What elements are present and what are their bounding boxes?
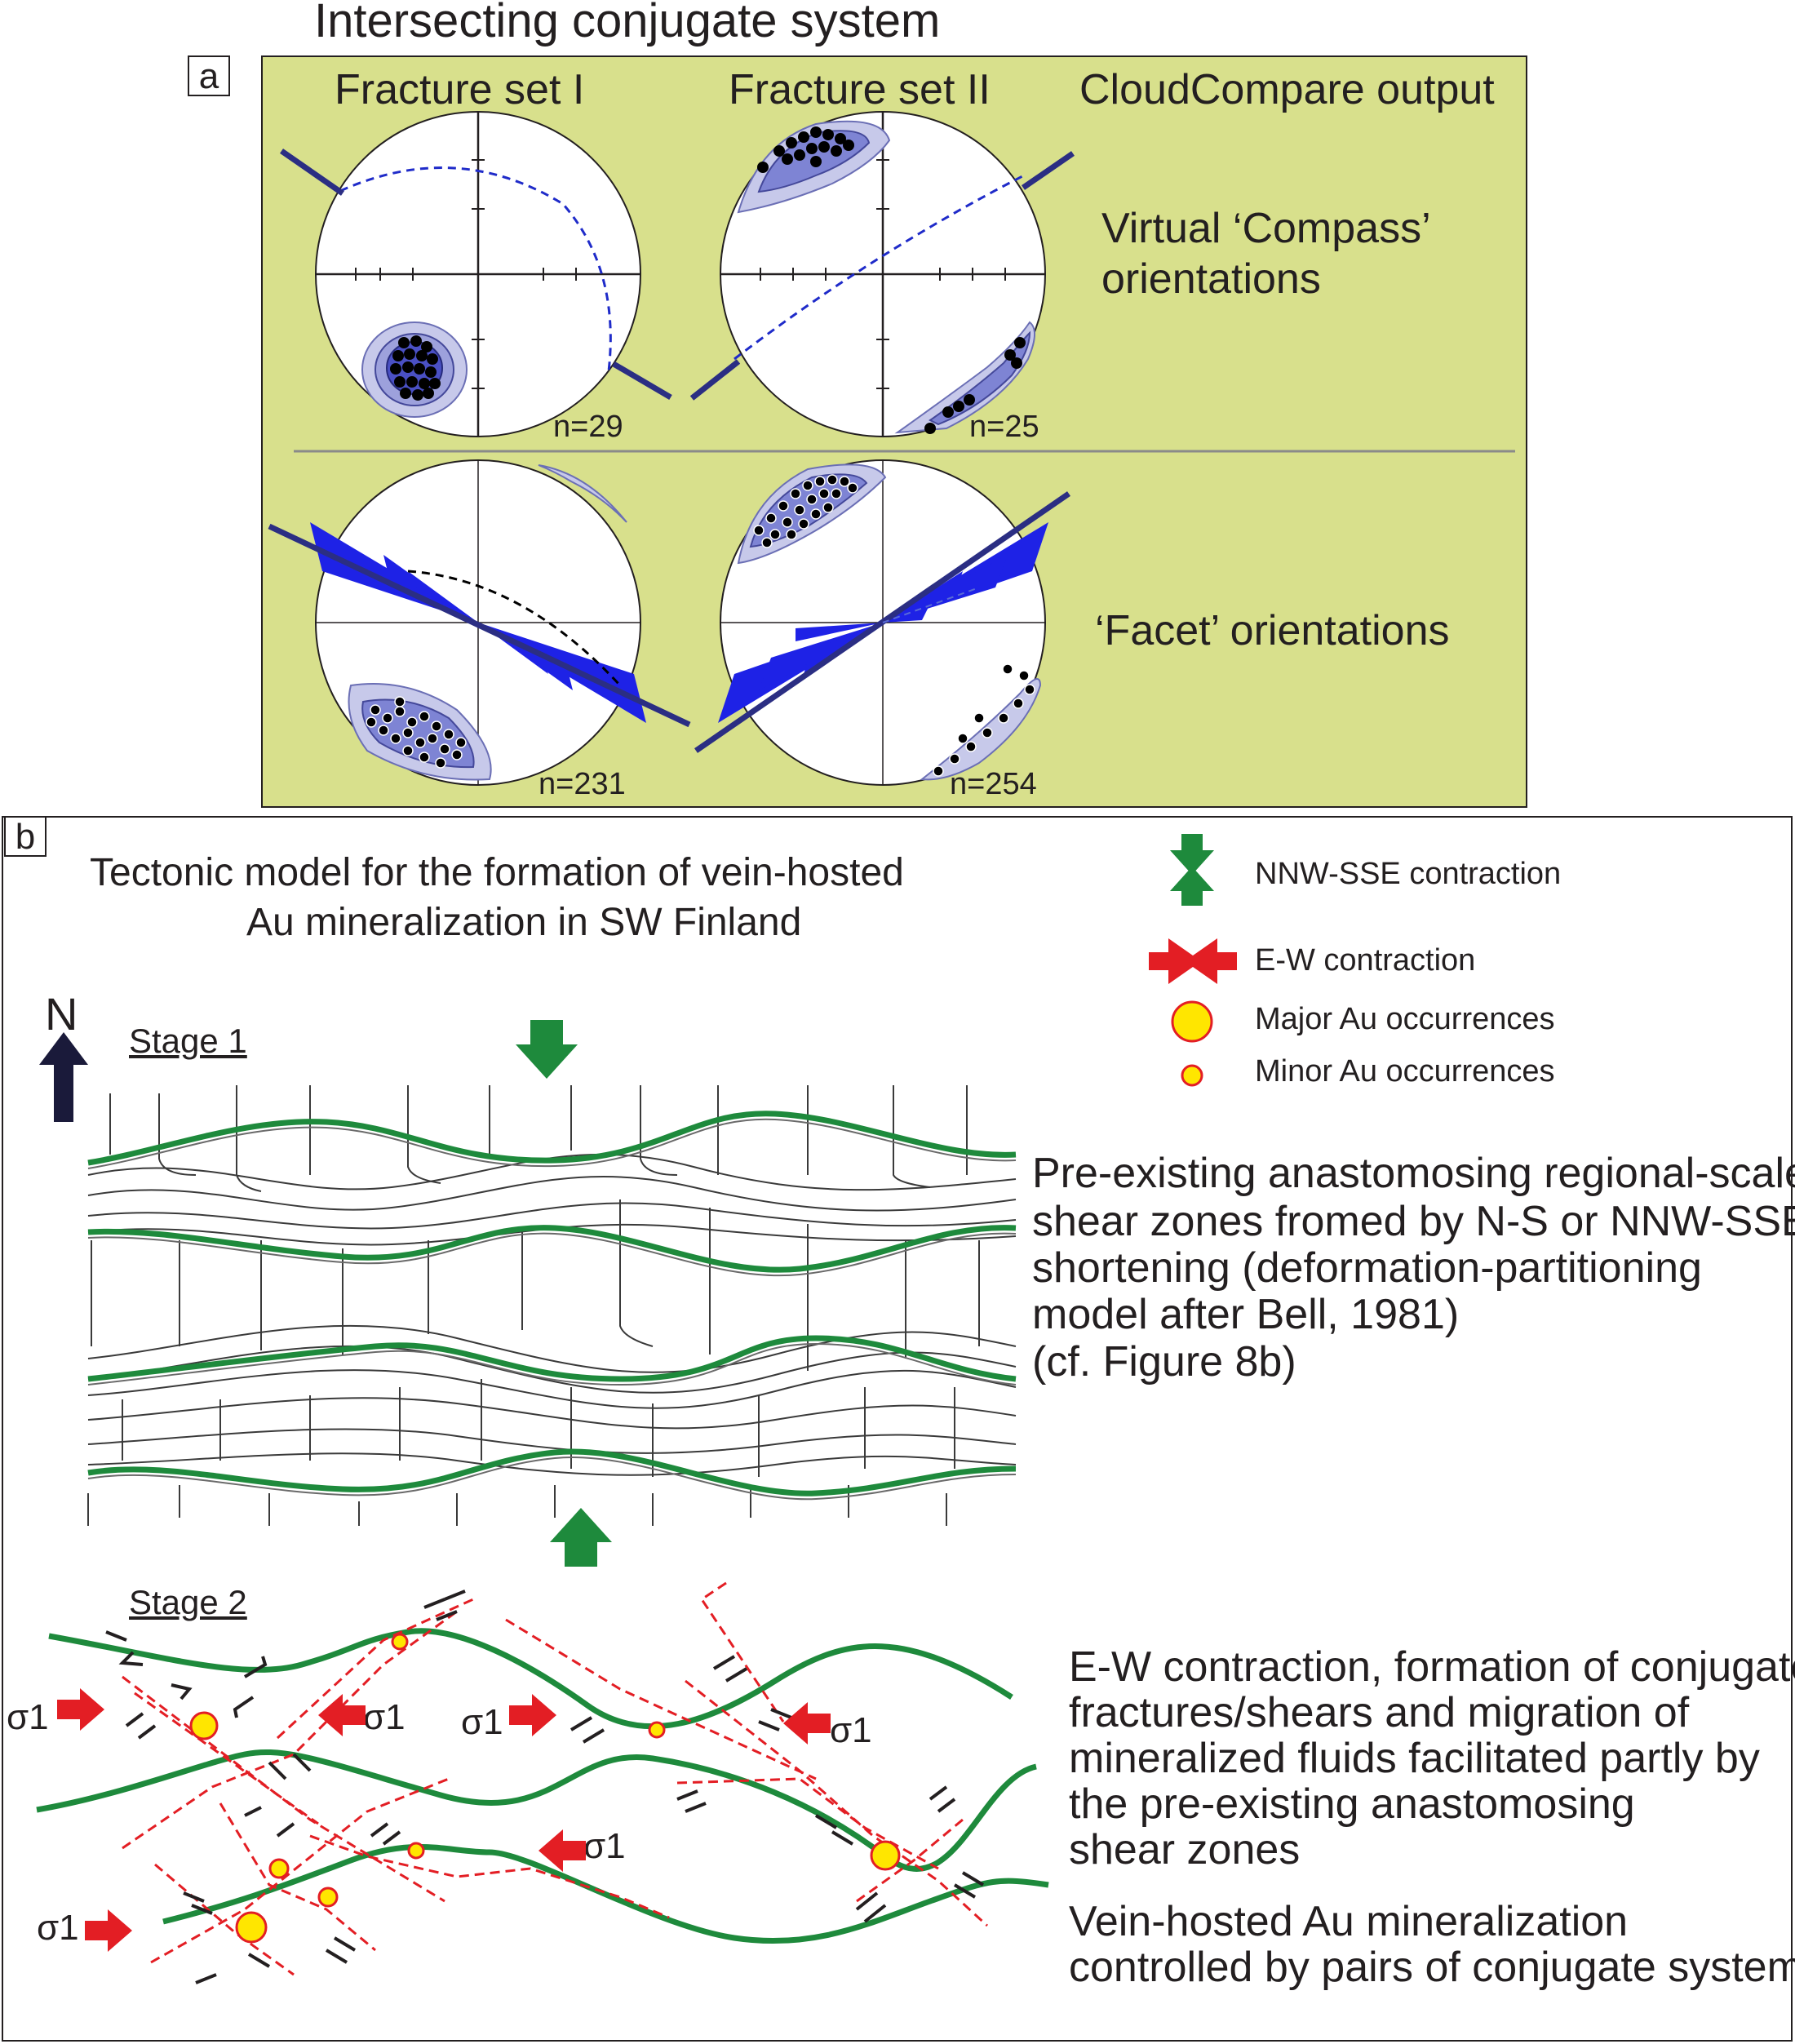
stereonet-compass-set1 (280, 111, 672, 437)
stage2-desc-1: E-W contraction, formation of conjugate (1069, 1643, 1795, 1691)
stage2-desc2-1: Vein-hosted Au mineralization (1069, 1898, 1629, 1945)
sigma1-label-4: σ1 (830, 1710, 872, 1750)
stage1-desc-2: shear zones fromed by N-S or NNW-SSE (1032, 1198, 1795, 1245)
panel-a-tag: a (188, 55, 230, 96)
sigma1-arrow-3-icon (509, 1694, 556, 1736)
stage1-shear-network (87, 1085, 1017, 1526)
panel-b (2, 816, 1793, 2042)
n-count-facet-set2: n=254 (950, 767, 1037, 801)
n-count-compass-set1: n=29 (553, 410, 623, 444)
sigma1-label-3: σ1 (461, 1702, 503, 1742)
legend-nnw-label: NNW-SSE contraction (1255, 857, 1562, 891)
legend-ew-label: E-W contraction (1255, 943, 1476, 978)
minor-au-occurrence-5 (317, 1887, 339, 1908)
minor-au-occurrence-3 (407, 1842, 425, 1860)
stage1-green-shear-zones (87, 1111, 1017, 1496)
sigma1-label-6: σ1 (37, 1908, 79, 1948)
minor-au-occurrence-1 (391, 1633, 409, 1651)
major-au-occurrence-1 (189, 1711, 219, 1740)
col-header-cloudcompare: CloudCompare output (1079, 66, 1495, 113)
stage2-label: Stage 2 (129, 1583, 247, 1621)
sigma1-arrow-6-icon (85, 1909, 132, 1952)
n-count-compass-set2: n=25 (969, 410, 1039, 444)
minor-au-occurrence-4 (268, 1858, 290, 1879)
legend-nnw-icon (1170, 834, 1214, 906)
col-header-fracture-set-1: Fracture set I (335, 66, 585, 113)
stage2-au-occurrences (189, 1633, 901, 1944)
n-count-facet-set1: n=231 (538, 767, 626, 801)
stage1-arrow-up-icon (550, 1508, 612, 1567)
major-au-occurrence-2 (870, 1840, 901, 1871)
minor-au-occurrence-2 (648, 1721, 666, 1739)
sigma1-label-1: σ1 (7, 1697, 49, 1737)
row-label-compass-2: orientations (1101, 255, 1321, 303)
stage2-red-conjugate-fractures (122, 1581, 989, 1976)
stage2-desc-4: the pre-existing anastomosing (1069, 1780, 1635, 1828)
row-label-compass-1: Virtual ‘Compass’ (1101, 205, 1431, 252)
legend-minor-au-icon (1181, 1064, 1203, 1087)
stage2-desc-5: shear zones (1069, 1826, 1301, 1873)
figure-title: Intersecting conjugate system (314, 0, 941, 47)
col-header-fracture-set-2: Fracture set II (729, 66, 991, 113)
legend-minor-label: Minor Au occurrences (1255, 1054, 1555, 1089)
model-title-line2: Au mineralization in SW Finland (246, 901, 802, 944)
model-title-line1: Tectonic model for the formation of vein… (90, 851, 904, 894)
stage2-desc2-2: controlled by pairs of conjugate system (1069, 1944, 1795, 1991)
panel-b-tag: b (4, 816, 47, 857)
stage1-grey-shear-zones (87, 1118, 1017, 1501)
row-label-facet: ‘Facet’ orientations (1095, 607, 1450, 654)
stage1-desc-1: Pre-existing anastomosing regional-scale (1032, 1150, 1795, 1197)
stereonet-compass-set2 (689, 111, 1075, 437)
stage1-desc-5: (cf. Figure 8b) (1032, 1338, 1296, 1386)
north-arrow-icon (39, 1032, 88, 1122)
sigma1-arrow-2-icon (318, 1694, 366, 1736)
sigma1-arrow-5-icon (538, 1829, 586, 1872)
stereonet-facet-set2 (694, 459, 1070, 786)
north-label: N (45, 988, 78, 1040)
stage2-desc-2: fractures/shears and migration of (1069, 1689, 1690, 1736)
stage1-desc-4: model after Bell, 1981) (1032, 1291, 1460, 1338)
sigma1-arrow-4-icon (783, 1702, 831, 1745)
sigma1-label-2: σ1 (363, 1697, 406, 1737)
stage2-desc-3: mineralized fluids facilitated partly by (1069, 1735, 1760, 1782)
stereonet-facet-set1 (268, 459, 691, 786)
legend-ew-icon (1149, 938, 1237, 984)
sigma1-label-5: σ1 (583, 1826, 626, 1866)
stage1-desc-3: shortening (deformation-partitioning (1032, 1244, 1702, 1292)
stage2-shear-sense-arrows (105, 1590, 985, 1984)
sigma1-arrow-1-icon (57, 1688, 104, 1731)
major-au-occurrence-3 (235, 1911, 268, 1944)
stage1-arrow-down-icon (516, 1020, 578, 1079)
legend-major-label: Major Au occurrences (1255, 1002, 1555, 1036)
stage1-label: Stage 1 (129, 1022, 247, 1060)
legend-major-au-icon (1171, 1000, 1213, 1043)
